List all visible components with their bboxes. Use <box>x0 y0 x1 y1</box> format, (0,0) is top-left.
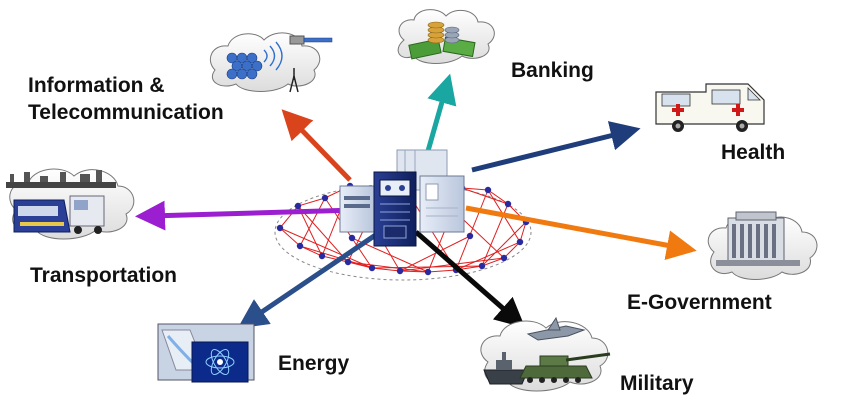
arrow-military <box>414 230 526 328</box>
arrow-transportation <box>135 200 357 231</box>
power-plant-icon <box>157 323 255 383</box>
label-health: Health <box>721 141 786 164</box>
network-boundary <box>274 183 532 281</box>
label-information-line1: Information & <box>28 74 165 97</box>
label-transportation: Transportation <box>30 264 178 287</box>
arrow-banking <box>423 73 457 159</box>
coins-money-cloud-icon <box>397 9 495 64</box>
arrow-information <box>281 109 352 182</box>
label-information-telecommunication: Information & Telecommunication <box>28 72 224 126</box>
arrow-energy <box>237 229 382 329</box>
connection-arrows <box>135 73 697 329</box>
label-military: Military <box>620 372 694 395</box>
tank-jet-ship-cloud-icon <box>480 316 611 392</box>
label-energy: Energy <box>278 352 350 375</box>
label-information-line2: Telecommunication <box>28 101 224 124</box>
arrow-health <box>471 121 641 173</box>
satellite-tower-cloud-icon <box>210 32 333 93</box>
label-banking: Banking <box>511 59 594 82</box>
server-cluster-icon <box>339 149 465 247</box>
government-building-cloud-icon <box>707 211 818 280</box>
label-e-government: E-Government <box>627 291 772 314</box>
train-truck-cloud-icon <box>6 168 135 240</box>
ambulance-icon <box>655 83 765 132</box>
arrow-e-government <box>465 205 697 261</box>
